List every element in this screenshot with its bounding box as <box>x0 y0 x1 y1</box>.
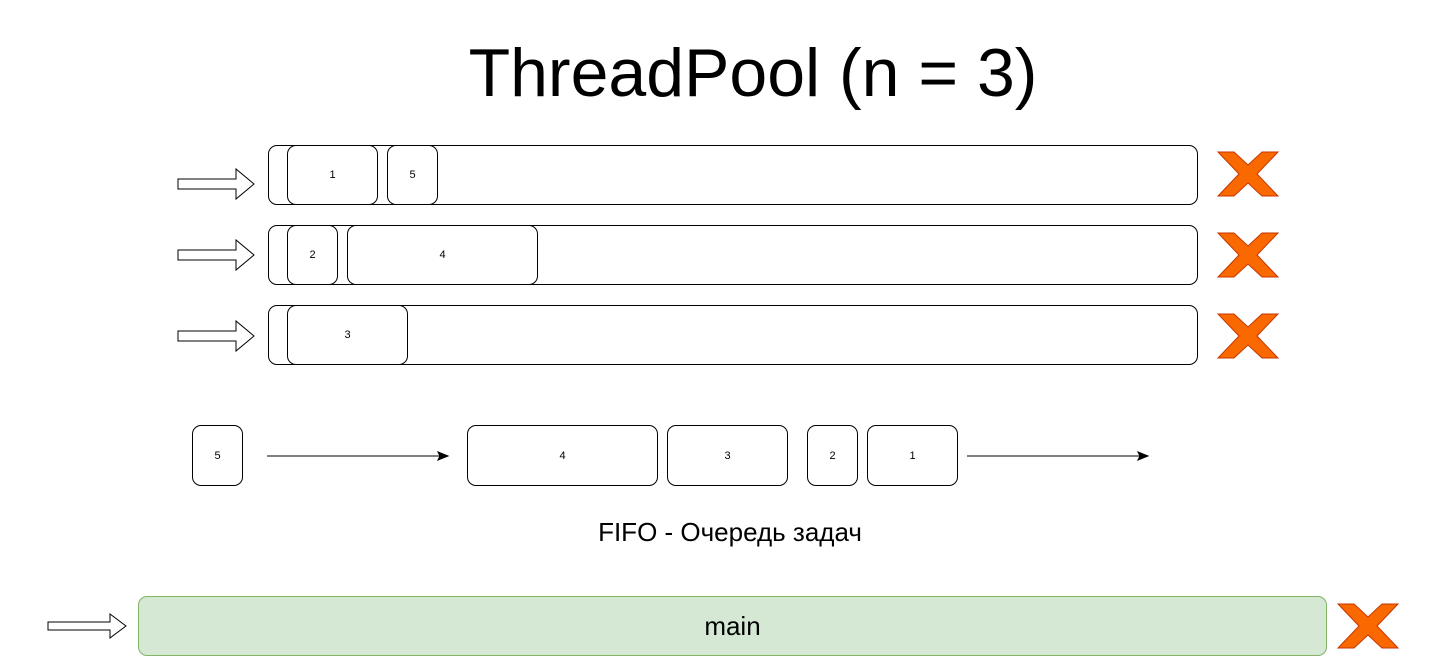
queue-task: 4 <box>467 425 658 486</box>
queue-task: 2 <box>807 425 858 486</box>
queue-caption: FIFO - Очередь задач <box>598 517 862 547</box>
thread-1-stop-x-icon <box>1216 151 1280 197</box>
diagram-title: ThreadPool (n = 3) <box>468 35 1038 111</box>
thread-1-input-arrow-icon <box>177 167 255 201</box>
queue-task: 3 <box>667 425 788 486</box>
main-input-arrow-icon <box>47 613 127 639</box>
main-thread-bar: main <box>138 596 1327 656</box>
thread-1-task: 5 <box>387 145 438 205</box>
thread-2-stop-x-icon <box>1216 232 1280 278</box>
incoming-task: 5 <box>192 425 243 486</box>
dequeue-arrow-icon <box>967 451 1150 461</box>
thread-2-input-arrow-icon <box>177 238 255 272</box>
thread-3-row <box>268 305 1198 365</box>
thread-3-task: 3 <box>287 305 408 365</box>
queue-task: 1 <box>867 425 958 486</box>
main-stop-x-icon <box>1336 603 1400 649</box>
thread-2-task: 2 <box>287 225 338 285</box>
thread-2-task: 4 <box>347 225 538 285</box>
thread-3-input-arrow-icon <box>177 319 255 353</box>
enqueue-arrow-icon <box>267 451 450 461</box>
thread-1-task: 1 <box>287 145 378 205</box>
thread-3-stop-x-icon <box>1216 313 1280 359</box>
